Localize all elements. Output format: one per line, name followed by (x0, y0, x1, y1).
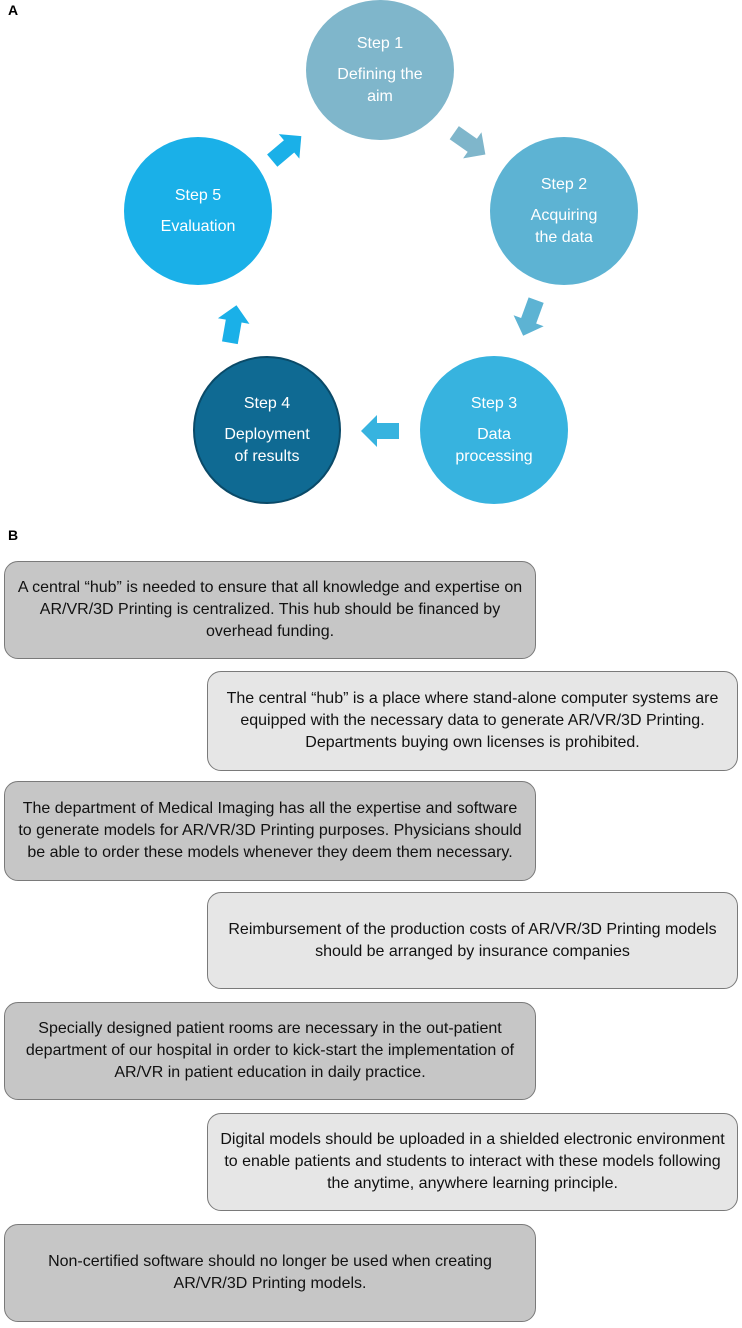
statement-1: A central “hub” is needed to ensure that… (4, 561, 536, 659)
statement-5: Specially designed patient rooms are nec… (4, 1002, 536, 1100)
step-3-title: Step 3 (470, 394, 518, 412)
step-3-circle: Step 3 Data processing (420, 356, 568, 504)
statement-6-text: Digital models should be uploaded in a s… (220, 1131, 725, 1192)
step-1-title: Step 1 (356, 34, 404, 52)
statement-4: Reimbursement of the production costs of… (207, 892, 738, 989)
statement-5-text: Specially designed patient rooms are nec… (25, 1020, 515, 1081)
step-2-title: Step 2 (540, 175, 588, 193)
statement-4-text: Reimbursement of the production costs of… (228, 920, 717, 960)
panel-b-label: B (8, 527, 19, 543)
step-4-description: Deployment of results (224, 425, 310, 465)
arrow-step2-to-step3-icon (513, 297, 544, 336)
step-4-circle: Step 4 Deployment of results (193, 356, 341, 504)
arrow-step4-to-step5-icon (217, 305, 250, 345)
step-3-description: Data processing (455, 425, 533, 465)
arrow-step5-to-step1-icon (267, 134, 302, 167)
panel-a-label: A (8, 2, 19, 18)
statement-3-text: The department of Medical Imaging has al… (18, 800, 522, 861)
step-5-description: Evaluation (160, 217, 236, 235)
statement-2: The central “hub” is a place where stand… (207, 671, 738, 771)
step-5-title: Step 5 (174, 186, 222, 204)
statement-1-text: A central “hub” is needed to ensure that… (17, 579, 523, 640)
step-1-circle: Step 1 Defining the aim (306, 0, 454, 140)
step-5-circle: Step 5 Evaluation (124, 137, 272, 285)
arrow-step1-to-step2-icon (449, 126, 486, 159)
statement-3: The department of Medical Imaging has al… (4, 781, 536, 881)
statement-6: Digital models should be uploaded in a s… (207, 1113, 738, 1211)
step-1-description: Defining the aim (337, 65, 423, 105)
arrow-step3-to-step4-icon (361, 415, 399, 447)
statement-7-text: Non-certified software should no longer … (48, 1253, 492, 1292)
step-2-circle: Step 2 Acquiring the data (490, 137, 638, 285)
step-4-title: Step 4 (243, 394, 291, 412)
statement-7: Non-certified software should no longer … (4, 1224, 536, 1322)
step-2-description: Acquiring the data (530, 206, 598, 246)
statement-2-text: The central “hub” is a place where stand… (226, 690, 719, 751)
